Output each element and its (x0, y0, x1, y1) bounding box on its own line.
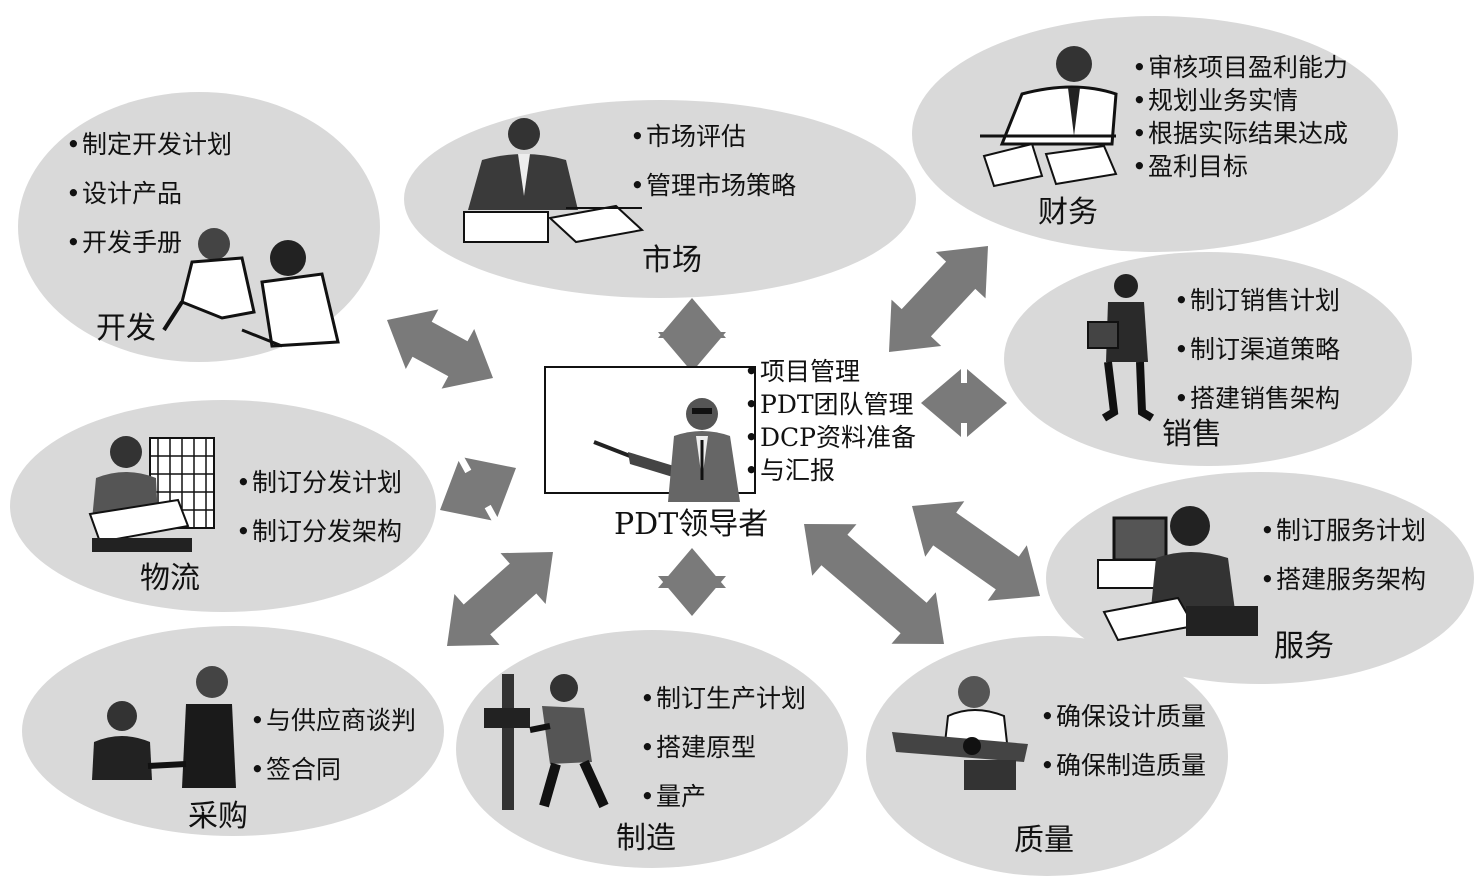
development-task: 制定开发计划 (66, 128, 232, 177)
procurement-task: 签合同 (250, 753, 416, 802)
center-task: 项目管理 (744, 356, 916, 389)
marketing-task-list: 市场评估 管理市场策略 (630, 120, 796, 218)
procurement-task: 与供应商谈判 (250, 704, 416, 753)
arrow-to-manufacturing (658, 548, 726, 616)
development-task-list: 制定开发计划 设计产品 开发手册 (66, 128, 232, 275)
center-task: PDT团队管理 (744, 389, 916, 422)
arrow-to-logistics (440, 457, 516, 521)
marketer-icon (463, 118, 645, 244)
service-task: 搭建服务架构 (1260, 563, 1426, 612)
service-agent-icon (1097, 506, 1258, 642)
marketing-task: 管理市场策略 (630, 169, 796, 218)
quality-task-list: 确保设计质量 确保制造质量 (1040, 700, 1206, 798)
salesman-icon (1087, 274, 1155, 422)
development-task: 设计产品 (66, 177, 232, 226)
manufacturing-task: 制订生产计划 (640, 682, 806, 731)
quality-label: 质量 (1014, 823, 1074, 858)
quality-task: 确保设计质量 (1040, 700, 1206, 749)
marketing-task: 市场评估 (630, 120, 796, 169)
logistics-task: 制订分发架构 (236, 515, 402, 564)
arrow-to-service (912, 501, 1040, 601)
finance-task: 审核项目盈利能力 (1132, 52, 1348, 85)
presenter-icon (593, 398, 740, 502)
arrow-to-quality (804, 524, 944, 644)
procurement-label: 采购 (188, 799, 248, 834)
finance-task: 规划业务实情 (1132, 85, 1348, 118)
manufacturing-label: 制造 (616, 821, 676, 856)
quality-inspector-icon (892, 676, 1028, 790)
engineers-icon (162, 228, 340, 348)
manufacturing-task: 量产 (640, 780, 806, 829)
center-task-list: 项目管理 PDT团队管理 DCP资料准备 与汇报 (744, 356, 916, 488)
quality-task: 确保制造质量 (1040, 749, 1206, 798)
finance-officer-icon (980, 46, 1118, 188)
arrow-to-development (387, 309, 493, 389)
sales-task: 搭建销售架构 (1174, 382, 1340, 431)
finance-label: 财务 (1038, 195, 1098, 230)
service-label: 服务 (1274, 629, 1334, 664)
arrow-to-marketing (658, 298, 726, 372)
procurement-handshake-icon (92, 666, 236, 788)
logistics-label: 物流 (140, 561, 200, 596)
marketing-label: 市场 (642, 243, 702, 278)
center-task-continuation: 与汇报 (744, 455, 916, 488)
logistics-task-list: 制订分发计划 制订分发架构 (236, 466, 402, 564)
sales-task: 制订销售计划 (1174, 284, 1340, 333)
factory-worker-icon (484, 674, 609, 810)
manufacturing-task: 搭建原型 (640, 731, 806, 780)
logistics-worker-icon (88, 436, 215, 552)
center-task: DCP资料准备 (744, 422, 916, 455)
finance-task-list: 审核项目盈利能力 规划业务实情 根据实际结果达成 盈利目标 (1132, 52, 1348, 184)
procurement-task-list: 与供应商谈判 签合同 (250, 704, 416, 802)
service-task-list: 制订服务计划 搭建服务架构 (1260, 514, 1426, 612)
logistics-task: 制订分发计划 (236, 466, 402, 515)
sales-task: 制订渠道策略 (1174, 333, 1340, 382)
development-label: 开发 (96, 311, 156, 346)
service-task: 制订服务计划 (1260, 514, 1426, 563)
arrow-to-finance (889, 246, 988, 352)
manufacturing-task-list: 制订生产计划 搭建原型 量产 (640, 682, 806, 829)
arrow-to-sales (921, 369, 1007, 437)
arrow-to-procurement (447, 552, 553, 646)
sales-task-list: 制订销售计划 制订渠道策略 搭建销售架构 (1174, 284, 1340, 431)
finance-task: 根据实际结果达成 (1132, 118, 1348, 151)
finance-task-continuation: 盈利目标 (1132, 151, 1348, 184)
development-task: 开发手册 (66, 226, 232, 275)
center-role-label: PDT领导者 (614, 507, 769, 542)
sales-label: 销售 (1162, 417, 1222, 452)
